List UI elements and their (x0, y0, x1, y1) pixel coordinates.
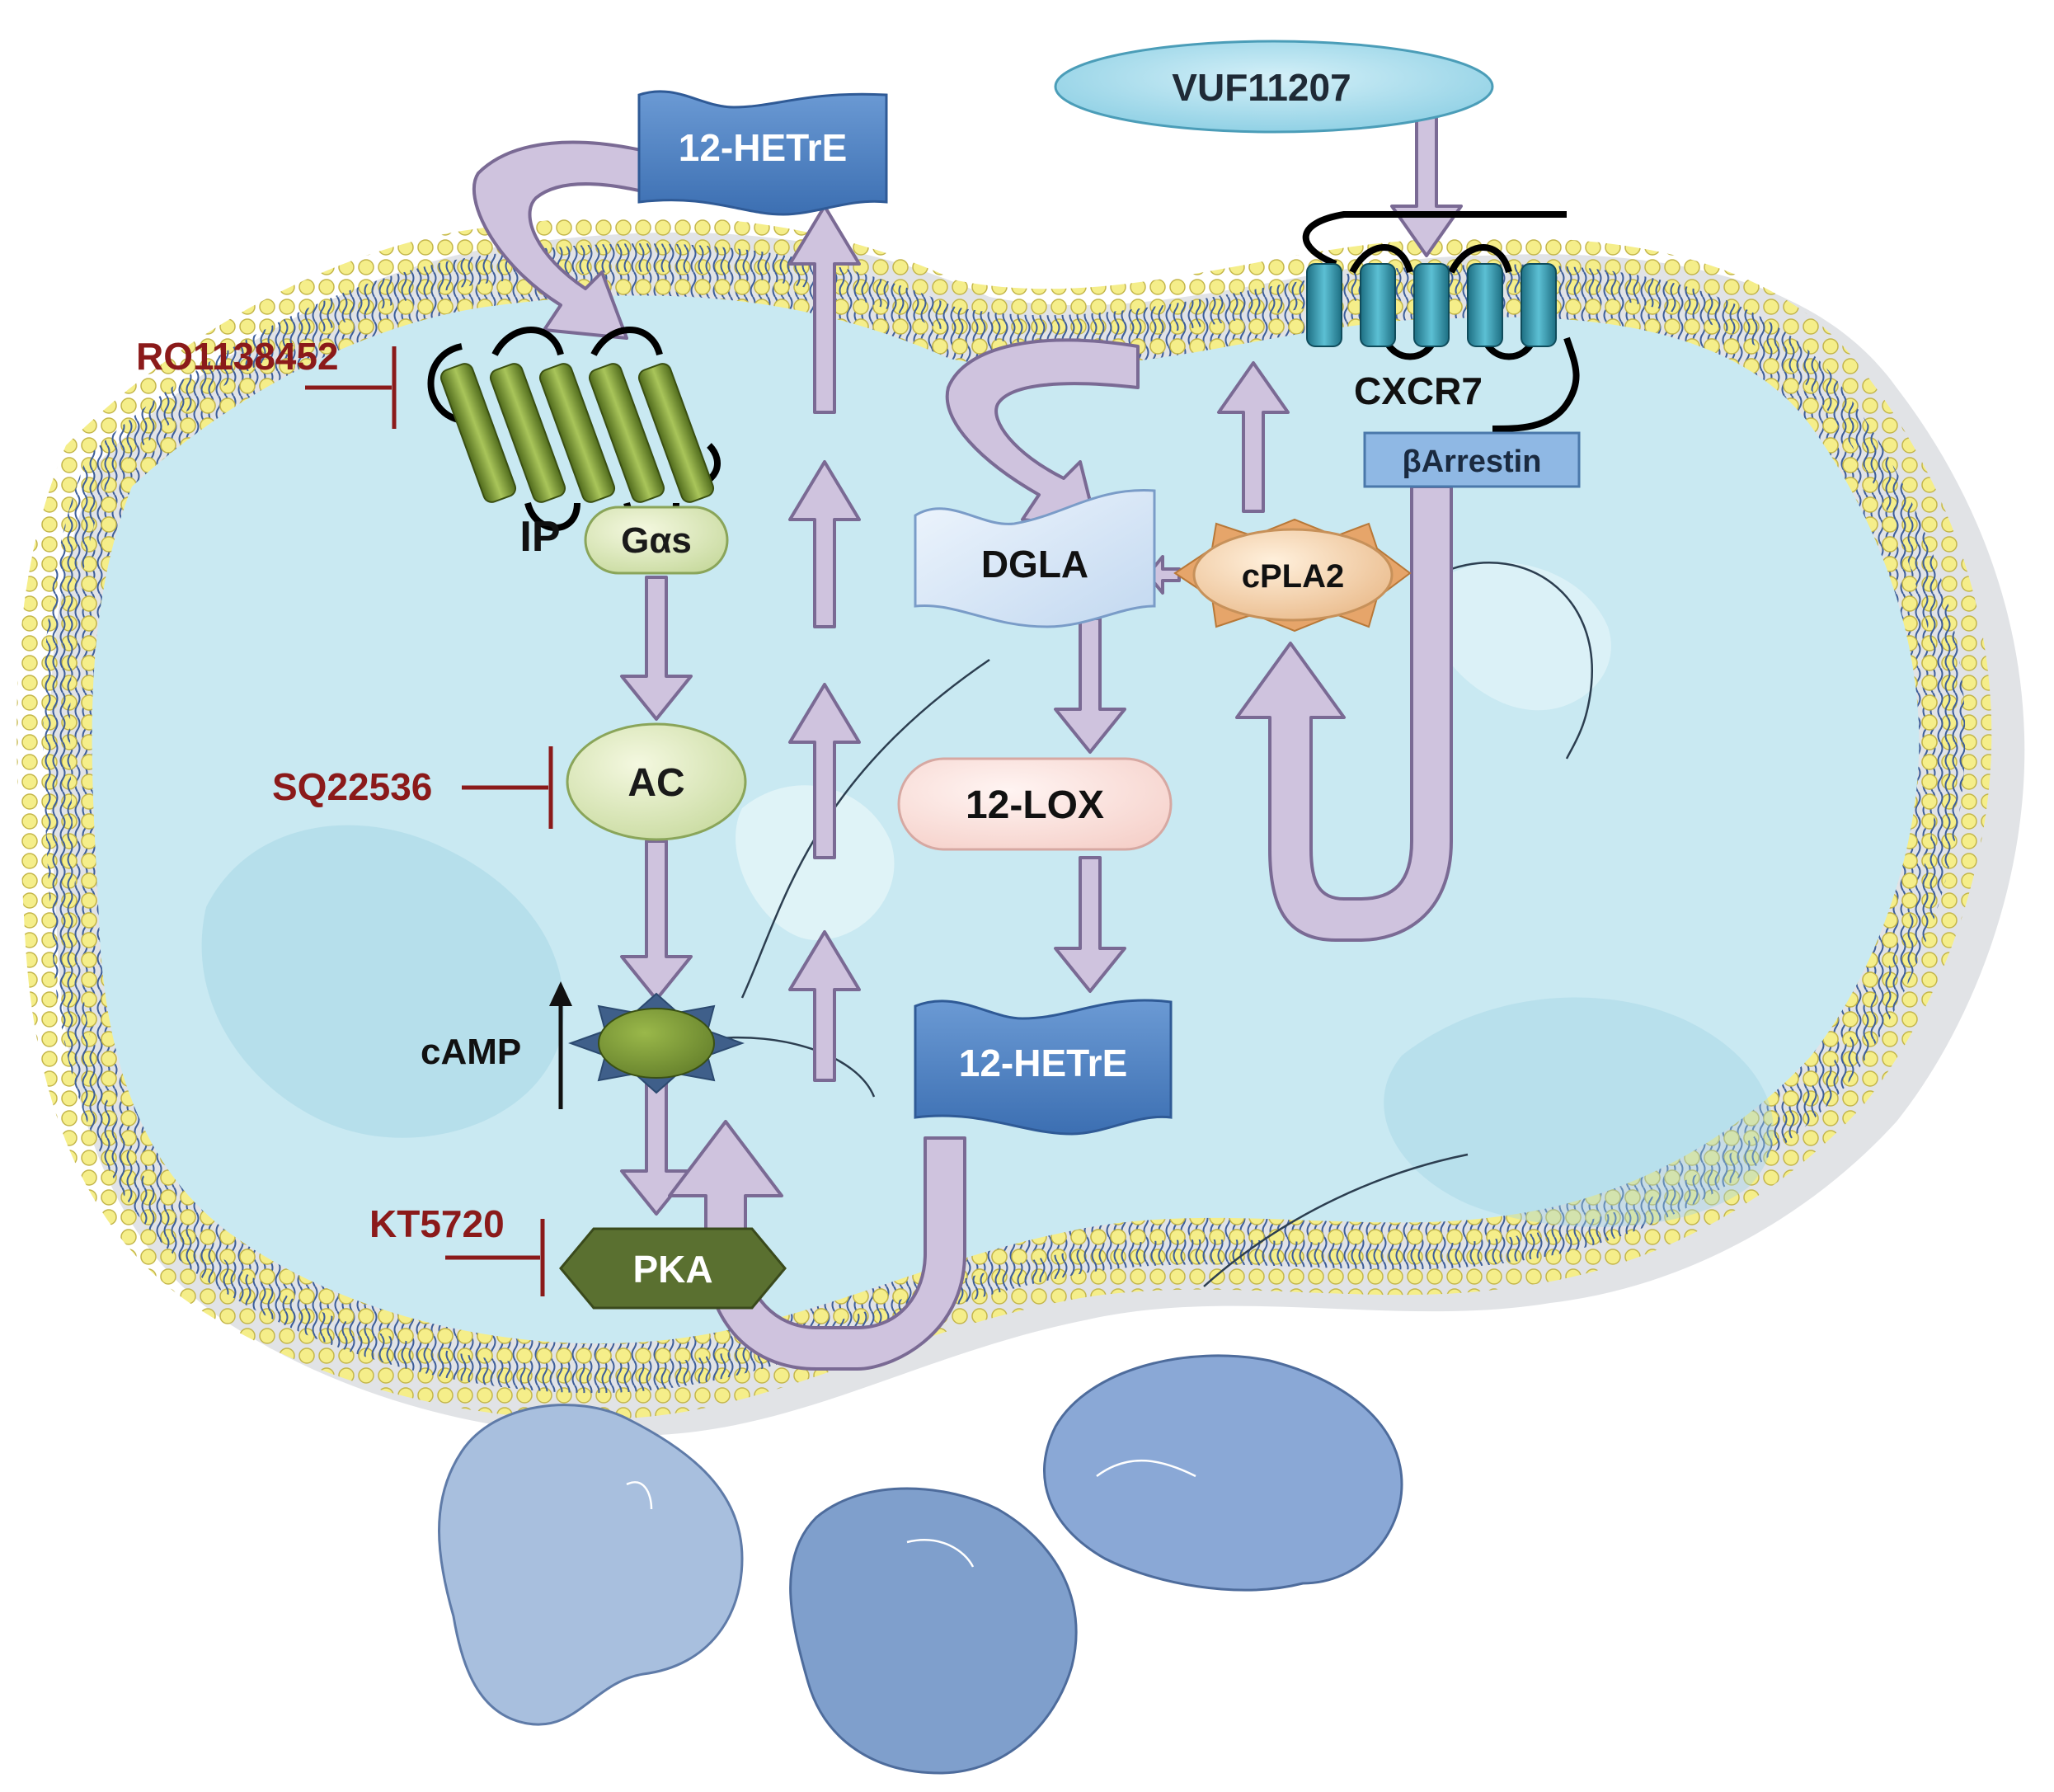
barrestin-node: βArrestin (1363, 431, 1581, 488)
arrow-curve-into-dgla (945, 338, 1140, 529)
cxcr7-helix-1 (1306, 263, 1342, 347)
platelet-filament-3 (626, 1481, 653, 1510)
arrow-ac-to-camp (620, 840, 693, 1001)
dgla-banner (914, 489, 1156, 628)
filament-3 (1450, 562, 1594, 760)
camp-node: cAMP (421, 981, 745, 1109)
arrow-gas-to-ac (620, 576, 693, 721)
vuf11207-ligand[interactable]: VUF11207 (1054, 40, 1494, 134)
barrestin-box (1363, 431, 1581, 488)
arrow-up-segment-1 (788, 930, 861, 1082)
ip-label: IP (519, 513, 560, 561)
cxcr7-label: CXCR7 (1354, 369, 1483, 412)
ip-helix-2 (489, 363, 566, 503)
cytoplasm-tint-1 (201, 825, 564, 1138)
pka-label: PKA (632, 1248, 712, 1291)
platelet-blob-middle (789, 1487, 1078, 1775)
camp-label: cAMP (421, 1032, 521, 1072)
vuf-label: VUF11207 (1172, 66, 1351, 109)
cxcr7-helix-5 (1521, 263, 1557, 347)
lox-node: 12-LOX (897, 757, 1173, 851)
cytoplasm-tint-2 (1384, 997, 1774, 1227)
cytoplasm-tint-3 (736, 785, 895, 940)
arrow-up-segment-3 (788, 460, 861, 628)
cpla2-ellipse (1192, 528, 1394, 622)
sq22536-inhibitor: SQ22536 (272, 746, 553, 829)
ip-helix-1 (439, 363, 517, 503)
gas-node: Gαs (584, 506, 729, 575)
arrow-up-segment-4 (788, 205, 861, 414)
hetre-top: 12-HETrE (637, 90, 888, 216)
hetre-bottom-banner (914, 999, 1173, 1136)
hetre-top-label: 12-HETrE (679, 126, 848, 169)
gas-pill (584, 506, 729, 575)
cxcr7-receptor: CXCR7 (1302, 211, 1580, 432)
cxcr7-helix-2 (1360, 263, 1396, 347)
arrow-curve-hetre-to-ip (472, 140, 670, 340)
filament-4 (1203, 1153, 1469, 1287)
camp-up-arrow-head (549, 981, 572, 1006)
cxcr7-helix-3 (1413, 263, 1450, 347)
sq-label: SQ22536 (272, 765, 432, 808)
ro1138452-inhibitor: RO1138452 (136, 335, 397, 429)
hetre-bottom-label: 12-HETrE (959, 1042, 1128, 1084)
kt5720-inhibitor: KT5720 (369, 1202, 545, 1296)
gas-label: Gαs (621, 520, 692, 561)
platelet-filament-2 (906, 1539, 975, 1568)
ac-node: AC (566, 722, 747, 841)
ip-helix-4 (588, 363, 665, 503)
arrow-cpla2-up (1217, 361, 1290, 513)
arrow-up-segment-2 (788, 683, 861, 859)
arrow-uturn-arrestin (1235, 485, 1453, 942)
dgla-node: DGLA (914, 489, 1156, 628)
ip-receptor: IP (427, 327, 721, 561)
ip-helix-5 (637, 363, 715, 503)
kt-label: KT5720 (369, 1202, 505, 1245)
dgla-label: DGLA (981, 543, 1088, 586)
platelet-blob-right (1043, 1354, 1403, 1592)
barrestin-label: βArrestin (1403, 444, 1542, 479)
platelet-blob-left (438, 1404, 744, 1726)
ac-ellipse (566, 722, 747, 841)
cytoplasm-tint-4 (1430, 562, 1611, 711)
pka-node: PKA (559, 1227, 787, 1310)
camp-ellipse (598, 1008, 715, 1079)
ip-receptor-loops (427, 327, 721, 531)
platelet-filament-1 (1096, 1459, 1196, 1478)
vuf-ellipse (1054, 40, 1494, 134)
pka-hexagon (559, 1227, 787, 1310)
ip-helix-3 (538, 363, 616, 503)
ac-label: AC (627, 761, 684, 805)
arrow-lox-to-hetre (1054, 856, 1126, 993)
hetre-bottom: 12-HETrE (914, 999, 1173, 1136)
lox-pill (897, 757, 1173, 851)
cxcr7-helix-4 (1467, 263, 1503, 347)
hetre-top-banner (637, 90, 888, 216)
cpla2-label: cPLA2 (1242, 558, 1345, 595)
ro-label: RO1138452 (136, 335, 339, 378)
arrow-dgla-to-lox (1054, 617, 1126, 754)
cpla2-node: cPLA2 (1173, 518, 1412, 633)
platelets (438, 1354, 1403, 1775)
lox-label: 12-LOX (966, 783, 1104, 827)
cxcr7-loops (1302, 211, 1580, 432)
